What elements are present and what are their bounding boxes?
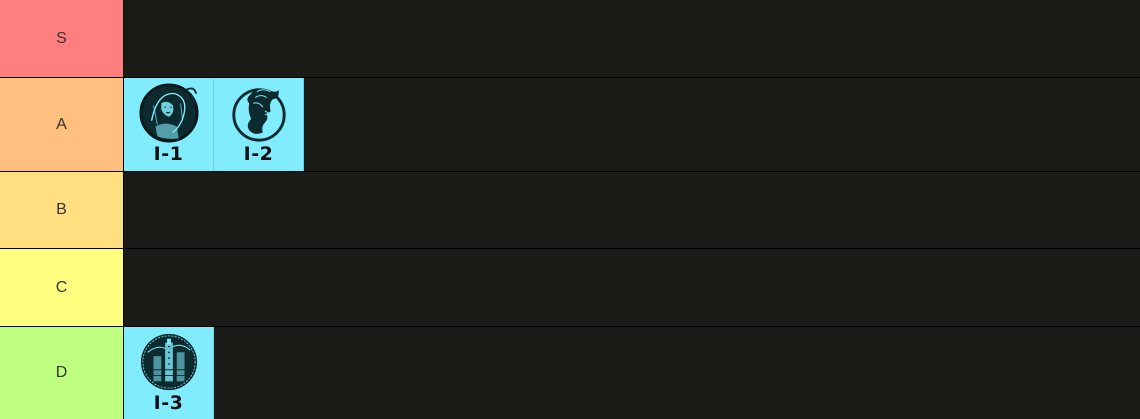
tier-row-d: D I-3 <box>0 326 1140 419</box>
tier-item-label: I-2 <box>243 143 274 165</box>
tier-label-s[interactable]: S <box>0 0 124 77</box>
woman-in-wreath-emblem-icon <box>138 83 199 143</box>
tier-row-s: S <box>0 0 1140 77</box>
tier-label-c[interactable]: C <box>0 249 124 326</box>
tier-label-d[interactable]: D <box>0 327 124 419</box>
tier-row-b: B <box>0 171 1140 248</box>
tier-items-d[interactable]: I-3 <box>124 327 1140 419</box>
tier-item-i-3[interactable]: I-3 <box>124 327 214 419</box>
tier-row-c: C <box>0 248 1140 326</box>
tower-city-emblem-icon <box>140 333 197 391</box>
tier-item-i-2[interactable]: I-2 <box>214 78 304 171</box>
tier-items-a[interactable]: I-1 I-2 <box>124 78 1140 171</box>
tier-item-label: I-3 <box>153 392 184 414</box>
tier-label-b[interactable]: B <box>0 172 124 248</box>
tier-items-s[interactable] <box>124 0 1140 77</box>
tier-items-c[interactable] <box>124 249 1140 326</box>
tier-row-a: A I-1 <box>0 77 1140 171</box>
tier-label-a[interactable]: A <box>0 78 124 171</box>
tier-items-b[interactable] <box>124 172 1140 248</box>
tier-item-i-1[interactable]: I-1 <box>124 78 214 171</box>
tier-item-label: I-1 <box>153 143 184 165</box>
woman-profile-emblem-icon <box>231 88 286 142</box>
